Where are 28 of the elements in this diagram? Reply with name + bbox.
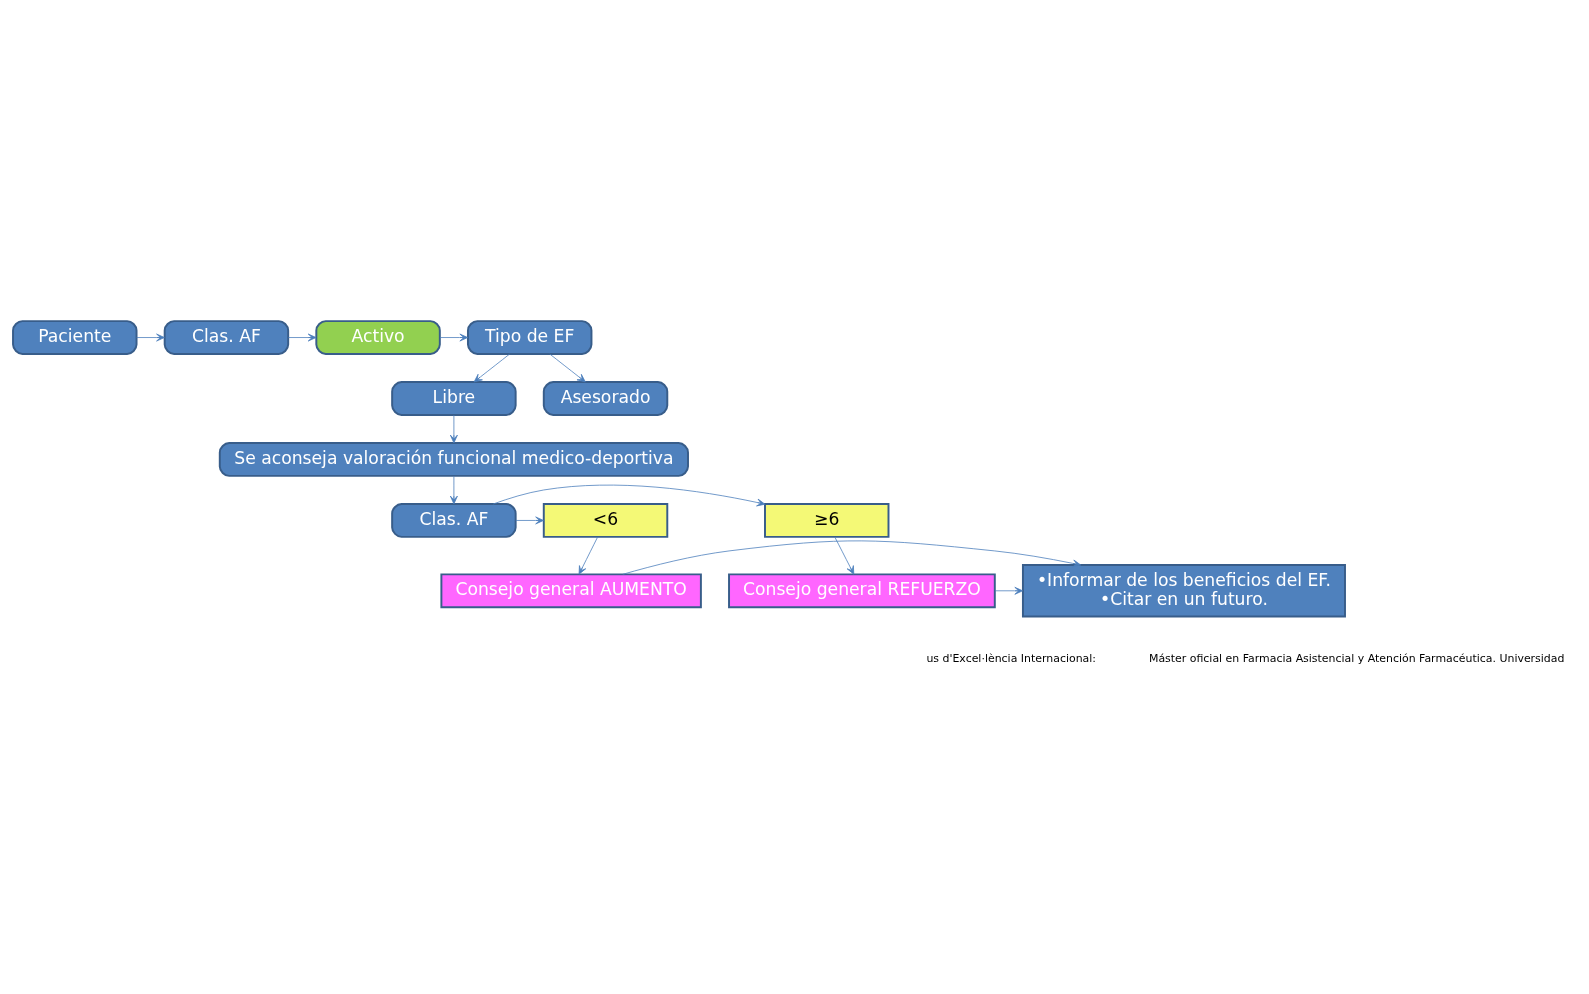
arrow <box>549 353 586 383</box>
node-box: Paciente <box>12 320 138 355</box>
node-box: Libre <box>391 381 517 416</box>
arrow <box>578 536 598 575</box>
node-box: Activo <box>315 320 441 355</box>
arrow <box>622 540 1082 575</box>
node-box: Clas. AF <box>163 320 290 355</box>
arrow <box>439 333 469 342</box>
node-box: ≥6 <box>764 503 890 538</box>
label: us d'Excel·lència Internacional: <box>926 651 1097 665</box>
arrow <box>492 484 766 507</box>
node-box: Se aconseja valoración funcional medico-deportiva <box>218 442 689 477</box>
node-box: <6 <box>542 503 669 538</box>
label: Máster oficial en Farmacia Asistencial y Atención Farmacéutica. Universidad <box>1148 651 1565 665</box>
arrow <box>287 333 317 342</box>
arrow <box>994 586 1024 595</box>
arrow <box>136 333 165 342</box>
arrow <box>834 536 855 575</box>
node-box: Clas. AF <box>391 503 517 538</box>
arrow <box>450 475 458 505</box>
arrow <box>450 414 458 444</box>
node-box: Asesorado <box>542 381 669 416</box>
arrow <box>473 353 510 383</box>
node-box: •Informar de los beneficios del EF. •Citar en un futuro. <box>1021 564 1346 618</box>
node-box: Consejo general REFUERZO <box>728 573 996 609</box>
arrow <box>515 516 544 525</box>
node-box: Consejo general AUMENTO <box>440 573 702 609</box>
node-box: Tipo de EF <box>467 320 593 355</box>
